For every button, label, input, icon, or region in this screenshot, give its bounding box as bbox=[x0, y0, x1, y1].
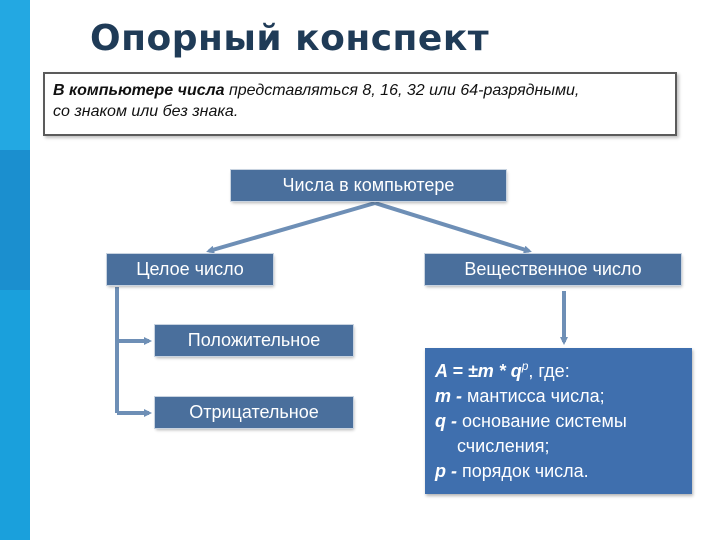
formula-var-m: m - bbox=[435, 386, 462, 406]
note-bold-text: В компьютере числа bbox=[53, 82, 225, 99]
formula-var-p: p - bbox=[435, 461, 457, 481]
note-box: В компьютере числа представляться 8, 16,… bbox=[43, 72, 677, 136]
formula-exponent: p bbox=[521, 359, 529, 373]
formula-where: , где: bbox=[528, 361, 570, 381]
formula-line-1: A = ±m * qp, где: bbox=[435, 354, 682, 384]
note-text-line1: представляться 8, 16, 32 или 64-разрядны… bbox=[224, 82, 580, 99]
sidebar-accent bbox=[0, 0, 30, 540]
node-integer: Целое число bbox=[107, 254, 273, 285]
node-positive: Положительное bbox=[155, 325, 353, 356]
note-text-line2: со знаком или без знака. bbox=[53, 103, 239, 120]
arrow-root-to-real bbox=[374, 201, 532, 254]
formula-box: A = ±m * qp, где: m - мантисса числа; q … bbox=[425, 348, 692, 494]
sidebar-strip-top bbox=[0, 0, 30, 150]
formula-line-2: m - мантисса числа; bbox=[435, 384, 682, 409]
formula-desc-q: основание системы bbox=[457, 411, 627, 431]
formula-desc-m: мантисса числа; bbox=[462, 386, 605, 406]
formula-var-q: q - bbox=[435, 411, 457, 431]
node-real: Вещественное число bbox=[425, 254, 681, 285]
formula-desc-p: порядок числа. bbox=[457, 461, 589, 481]
node-positive-label: Положительное bbox=[187, 330, 321, 350]
slide-title: Опорный конспект bbox=[90, 18, 490, 59]
node-negative-label: Отрицательное bbox=[189, 402, 319, 422]
node-root-label: Числа в компьютере bbox=[282, 175, 455, 195]
sidebar-strip-bottom bbox=[0, 290, 30, 540]
node-real-label: Вещественное число bbox=[464, 259, 642, 279]
arrow-root-to-integer bbox=[206, 201, 376, 254]
sidebar-strip-middle bbox=[0, 150, 30, 290]
node-integer-label: Целое число bbox=[136, 259, 244, 279]
formula-line-5: p - порядок числа. bbox=[435, 459, 682, 484]
node-numbers-in-computer: Числа в компьютере bbox=[231, 170, 506, 201]
formula-line-3: q - основание системы bbox=[435, 409, 682, 434]
formula-expression: A = ±m * q bbox=[435, 361, 522, 381]
formula-line-4: счисления; bbox=[457, 436, 550, 456]
node-negative: Отрицательное bbox=[155, 397, 353, 428]
